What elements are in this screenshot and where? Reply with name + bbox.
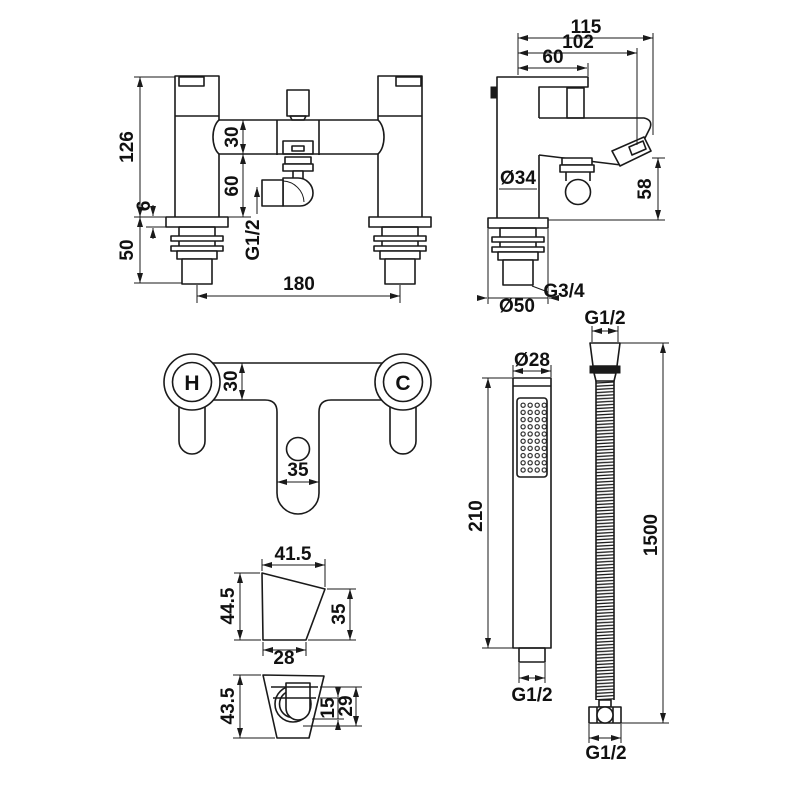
dim-bracket-base-width: 28 bbox=[273, 648, 294, 669]
handset-dimensions: Ø28 210 G1/2 bbox=[466, 350, 553, 706]
front-view: 126 50 6 30 60 G1/2 180 bbox=[117, 75, 432, 303]
top-dimensions: 30 35 bbox=[221, 363, 319, 485]
dim-side-flange-diameter: Ø50 bbox=[499, 296, 535, 317]
dim-hose-length: 1500 bbox=[641, 514, 662, 556]
side-body bbox=[487, 76, 652, 286]
dim-side-spout-height: 58 bbox=[635, 178, 656, 199]
hose-dimensions: G1/2 1500 G1/2 bbox=[584, 308, 669, 764]
dim-front-below-deck: 50 bbox=[117, 239, 138, 260]
bracket-front-dimensions: 43.5 15 29 bbox=[218, 674, 362, 739]
spray-face-nozzles bbox=[519, 401, 548, 474]
side-view: 115 102 60 Ø34 58 G3/4 Ø50 bbox=[477, 17, 665, 317]
dim-hose-top-thread: G1/2 bbox=[584, 308, 625, 329]
dim-side-spout-reach: 102 bbox=[562, 32, 594, 53]
side-dimensions: 115 102 60 Ø34 58 G3/4 Ø50 bbox=[477, 17, 665, 317]
dim-top-body-width: 30 bbox=[221, 370, 242, 391]
dim-handset-head-diameter: Ø28 bbox=[514, 350, 550, 371]
dim-bracket-front-height: 35 bbox=[329, 603, 350, 625]
dim-front-body-height: 30 bbox=[222, 126, 243, 147]
front-right-pillar bbox=[368, 75, 432, 285]
dim-front-overall-height: 126 bbox=[117, 131, 138, 163]
dim-front-outlet-thread: G1/2 bbox=[243, 219, 264, 260]
hose-ribbing bbox=[596, 381, 614, 700]
dim-bracket-cup-height: 29 bbox=[336, 695, 357, 716]
dim-side-inlet-thread: G3/4 bbox=[543, 281, 585, 302]
dim-bracket-back-height: 44.5 bbox=[218, 587, 239, 624]
bracket-front-view: 43.5 15 29 bbox=[218, 674, 362, 739]
label-hot: H bbox=[184, 372, 199, 395]
dim-front-deck-gap: 6 bbox=[134, 201, 155, 212]
bracket-side-view: 41.5 44.5 35 28 bbox=[218, 544, 356, 669]
bracket-side-dimensions: 41.5 44.5 35 28 bbox=[218, 544, 356, 669]
dim-front-outlet-drop: 60 bbox=[222, 175, 243, 196]
label-cold: C bbox=[395, 372, 410, 395]
front-diverter-and-outlet bbox=[261, 89, 320, 207]
dim-bracket-slot-height: 15 bbox=[318, 697, 339, 719]
dim-bracket-top-width: 41.5 bbox=[275, 544, 312, 565]
handset-view: Ø28 210 G1/2 bbox=[466, 350, 553, 706]
dim-top-spout-width: 35 bbox=[287, 460, 309, 481]
dim-side-body-diameter: Ø34 bbox=[500, 168, 536, 189]
front-dimensions: 126 50 6 30 60 G1/2 180 bbox=[117, 76, 401, 303]
dim-side-overall-depth: 115 bbox=[571, 17, 602, 38]
dim-hose-bottom-thread: G1/2 bbox=[585, 743, 626, 764]
dim-handset-thread: G1/2 bbox=[511, 685, 552, 706]
dim-handset-length: 210 bbox=[466, 500, 487, 532]
top-view: H C 30 35 bbox=[163, 353, 432, 515]
hose-view: G1/2 1500 G1/2 bbox=[584, 308, 669, 764]
dim-front-tap-centres: 180 bbox=[283, 274, 315, 295]
dim-side-handle-reach: 60 bbox=[542, 47, 563, 68]
front-left-pillar bbox=[165, 75, 229, 285]
dim-bracket-front-height-total: 43.5 bbox=[218, 687, 239, 724]
